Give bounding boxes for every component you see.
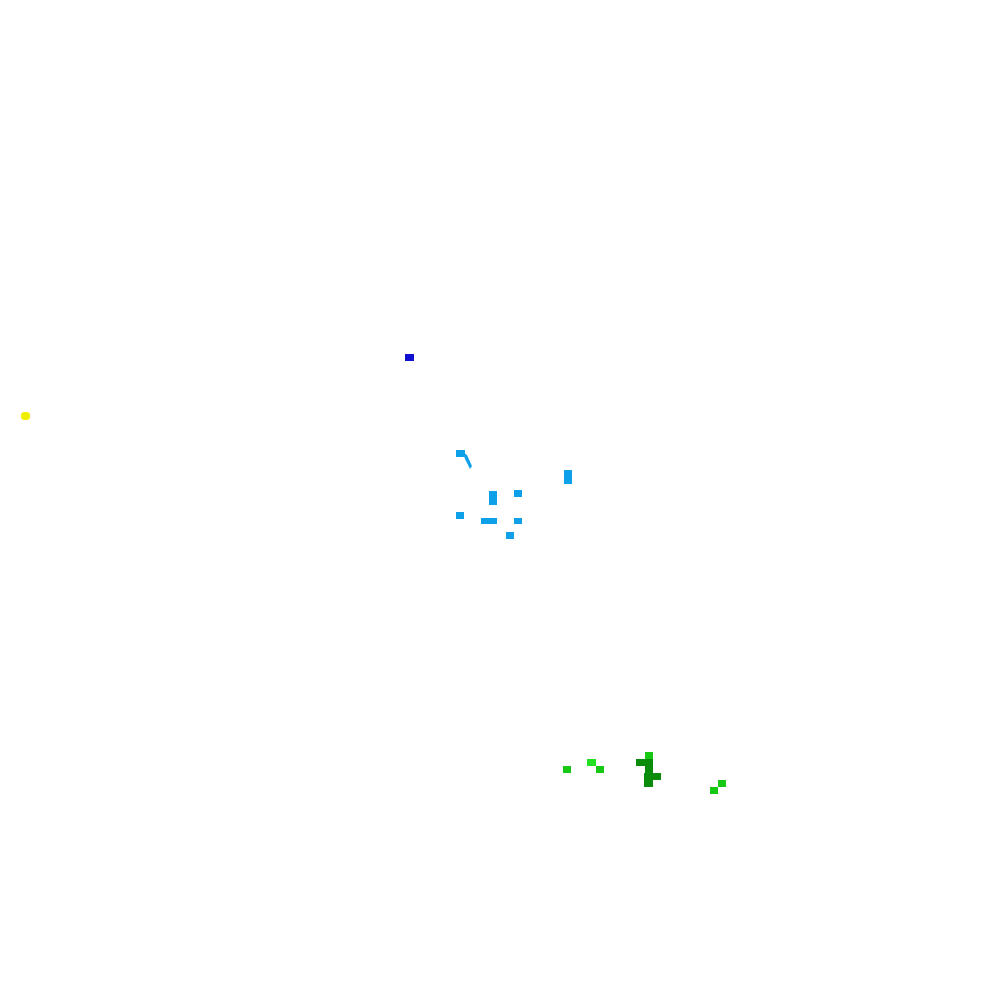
green-mark — [645, 766, 653, 773]
green-mark — [644, 773, 661, 780]
light-blue-mark — [564, 470, 572, 484]
green-mark — [644, 780, 653, 787]
light-blue-mark — [506, 532, 514, 539]
light-blue-mark — [514, 518, 522, 524]
green-mark — [718, 780, 726, 787]
light-blue-mark — [463, 452, 472, 469]
green-mark — [645, 752, 653, 759]
green-mark — [636, 759, 653, 766]
light-blue-mark — [489, 491, 497, 505]
green-mark — [587, 759, 596, 766]
green-mark — [596, 766, 604, 773]
light-blue-mark — [456, 512, 464, 519]
light-blue-mark — [456, 450, 465, 457]
blue-mark — [405, 354, 414, 361]
light-blue-mark — [514, 490, 522, 497]
yellow-mark — [21, 412, 30, 420]
light-blue-mark — [481, 518, 497, 524]
green-mark — [710, 787, 718, 794]
green-mark — [563, 766, 571, 773]
